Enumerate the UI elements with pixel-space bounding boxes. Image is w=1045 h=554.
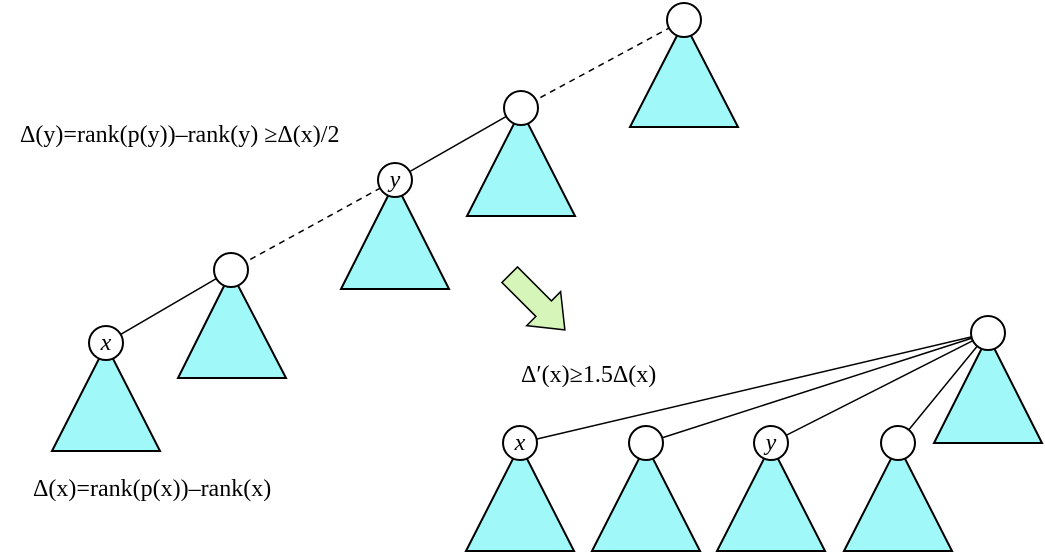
subtree-top-right	[628, 19, 740, 128]
subtree-after-root	[932, 333, 1044, 444]
edge-y-to-parent	[394, 107, 522, 181]
node-after-4	[880, 425, 916, 461]
subtree-y	[339, 179, 451, 290]
dashed-edge-top	[520, 19, 685, 109]
transform-arrow	[500, 265, 566, 331]
node-after-y	[753, 425, 789, 461]
node-y-label: y	[388, 167, 401, 193]
edge-after-4	[897, 332, 989, 444]
node-after-root	[970, 315, 1006, 351]
edge-after-x	[519, 332, 989, 444]
node-x	[88, 325, 124, 361]
formula-delta-prime: Δ′(x)≥1.5Δ(x)	[521, 362, 657, 388]
edge-after-2	[645, 332, 989, 444]
subtree-after-4	[842, 442, 954, 552]
edge-x-to-parent	[105, 269, 232, 344]
node-after-x-label: x	[514, 430, 526, 456]
node-x-label: x	[100, 330, 112, 356]
node-after-x	[502, 425, 538, 461]
subtree-after-y	[715, 442, 827, 552]
node-p-x	[213, 252, 249, 288]
node-p-y	[503, 90, 539, 126]
node-after-2	[628, 425, 664, 461]
edge-after-y	[770, 332, 989, 444]
formula-delta-x: Δ(x)=rank(p(x))–rank(x)	[33, 476, 272, 502]
subtree-px	[176, 269, 288, 379]
subtree-x	[50, 342, 162, 452]
subtree-after-x	[464, 442, 576, 552]
node-y	[377, 162, 413, 198]
node-after-y-label: y	[764, 430, 777, 456]
dashed-edge-middle	[230, 179, 396, 271]
subtree-after-2	[590, 442, 702, 552]
formula-delta-y: Δ(y)=rank(p(y))–rank(y) ≥Δ(x)/2	[20, 122, 340, 148]
subtree-py	[465, 107, 577, 217]
node-root	[666, 2, 702, 38]
